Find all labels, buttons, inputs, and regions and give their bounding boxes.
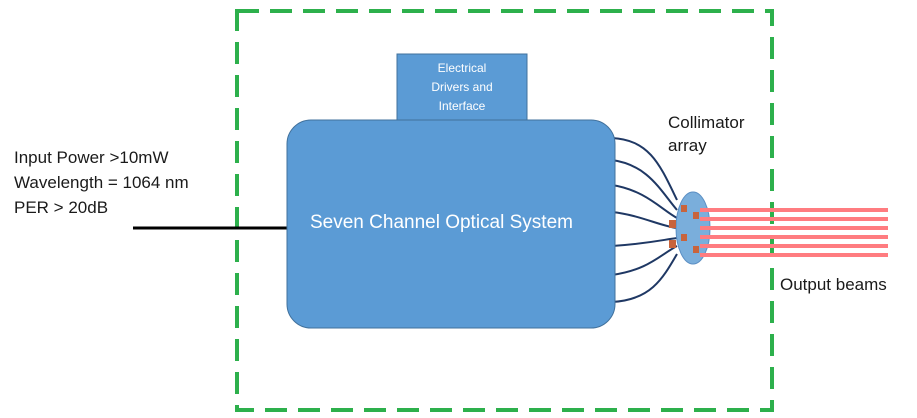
wavelength-label: Wavelength = 1064 nm <box>14 173 189 192</box>
input-specs: Input Power >10mW Wavelength = 1064 nm P… <box>14 145 189 220</box>
fiber <box>611 137 678 201</box>
input-power-label: Input Power >10mW <box>14 148 169 167</box>
collimator-lens <box>681 205 687 212</box>
collimator-lens <box>693 246 699 253</box>
fiber <box>611 253 678 303</box>
output-beams-label: Output beams <box>780 275 887 294</box>
collimator-line-1: Collimator <box>668 113 745 132</box>
fiber <box>611 237 678 247</box>
collimator-lens <box>693 212 699 219</box>
drivers-line-3: Interface <box>438 99 486 113</box>
collimator-label: Collimator array <box>668 111 745 157</box>
fiber <box>611 245 678 276</box>
optical-system-box <box>286 119 616 329</box>
fiber <box>611 211 678 229</box>
drivers-line-1: Electrical <box>437 61 487 75</box>
drivers-box-text: Electrical Drivers and Interface <box>397 59 527 116</box>
output-beams <box>700 208 888 257</box>
collimator-lens <box>669 220 676 228</box>
fiber <box>611 159 678 211</box>
fiber <box>611 184 678 219</box>
per-label: PER > 20dB <box>14 198 109 217</box>
collimator-line-2: array <box>668 136 707 155</box>
collimator-lens <box>681 234 687 241</box>
fiber-bundle <box>611 137 678 303</box>
electrical-drivers-box <box>396 53 528 123</box>
collimator-lens <box>669 240 676 248</box>
optical-system-label: Seven Channel Optical System <box>310 212 573 233</box>
drivers-line-2: Drivers and <box>431 80 493 94</box>
